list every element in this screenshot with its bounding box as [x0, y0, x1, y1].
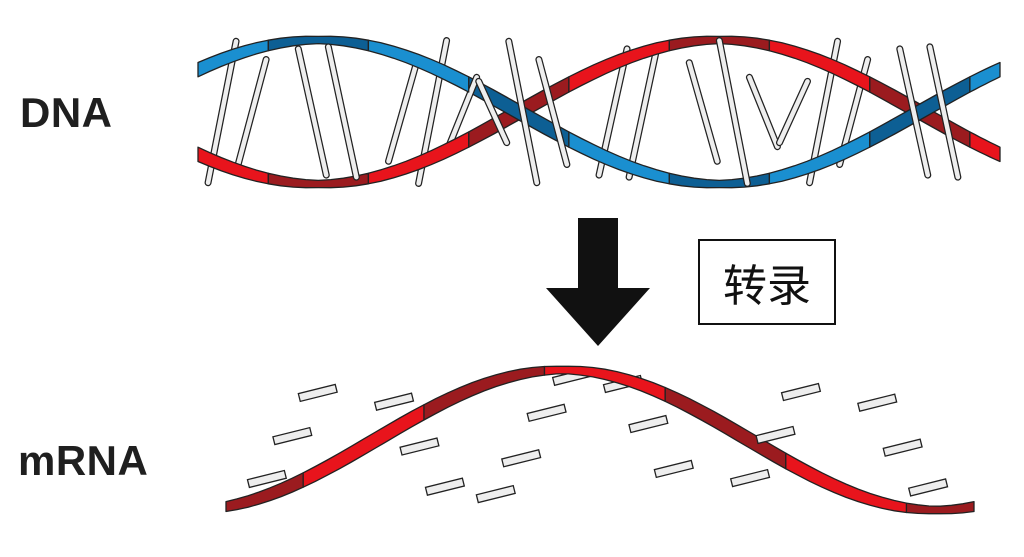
mrna-single-strand [225, 365, 975, 515]
rna-base [907, 478, 949, 497]
down-arrow-icon [546, 218, 650, 346]
strand-0-front-segment [302, 404, 425, 488]
strand-1-back-segment [267, 35, 370, 52]
rna-base [653, 459, 694, 479]
base-pair [296, 46, 329, 178]
strand-0-front-segment [969, 131, 1001, 163]
base-pair [687, 60, 720, 164]
rna-base [297, 383, 338, 403]
rna-base [857, 393, 898, 412]
rna-base [501, 449, 542, 468]
base-pair [476, 79, 509, 145]
rna-base [373, 392, 415, 411]
rna-base [628, 414, 669, 434]
strand-0-front-segment [768, 39, 871, 93]
base-pair [717, 38, 750, 186]
dna-front-strand [197, 39, 1001, 185]
strand-0-front-segment [543, 365, 666, 402]
rna-base [246, 469, 288, 489]
base-pair [927, 44, 961, 180]
rna-base [780, 382, 822, 402]
strand-0-front-segment [197, 146, 269, 185]
strand-1-front-segment [367, 39, 470, 93]
base-pair [446, 75, 479, 149]
rna-base [424, 477, 466, 496]
rna-base [399, 437, 440, 456]
dna-base-pairs [204, 37, 962, 187]
strand-1-back-segment [668, 172, 771, 189]
rna-base [755, 425, 796, 445]
base-pair [626, 44, 660, 180]
base-pair [235, 57, 269, 167]
base-pair [777, 79, 810, 145]
dna-label: DNA [20, 89, 113, 136]
base-pair [897, 46, 931, 178]
transcription-label: 转录 [723, 261, 811, 312]
mrna-label: mRNA [18, 437, 149, 484]
base-pair [747, 75, 780, 149]
strand-0-front-segment [568, 39, 670, 93]
base-pair [506, 39, 540, 185]
strand-1-front-segment [768, 131, 871, 185]
rna-base [882, 438, 923, 457]
strand-0-back-segment [423, 365, 546, 421]
base-pair [326, 44, 359, 180]
strand-1-front-segment [197, 39, 269, 78]
mrna-front-segments [302, 365, 908, 514]
rna-base [272, 426, 313, 446]
transcription-label-box: 转录 [698, 239, 836, 325]
strand-1-front-segment [969, 61, 1001, 93]
rna-base [729, 468, 771, 488]
strand-1-front-segment [568, 131, 670, 185]
strand-0-back-segment [905, 500, 975, 515]
dna-double-helix [197, 35, 1001, 189]
strand-0-front-segment [367, 131, 470, 185]
base-pair [386, 60, 419, 164]
rna-base [526, 403, 567, 423]
strand-0-back-segment [664, 386, 787, 470]
rna-base [475, 484, 516, 504]
strand-0-front-segment [785, 452, 908, 514]
base-pair [536, 57, 570, 167]
